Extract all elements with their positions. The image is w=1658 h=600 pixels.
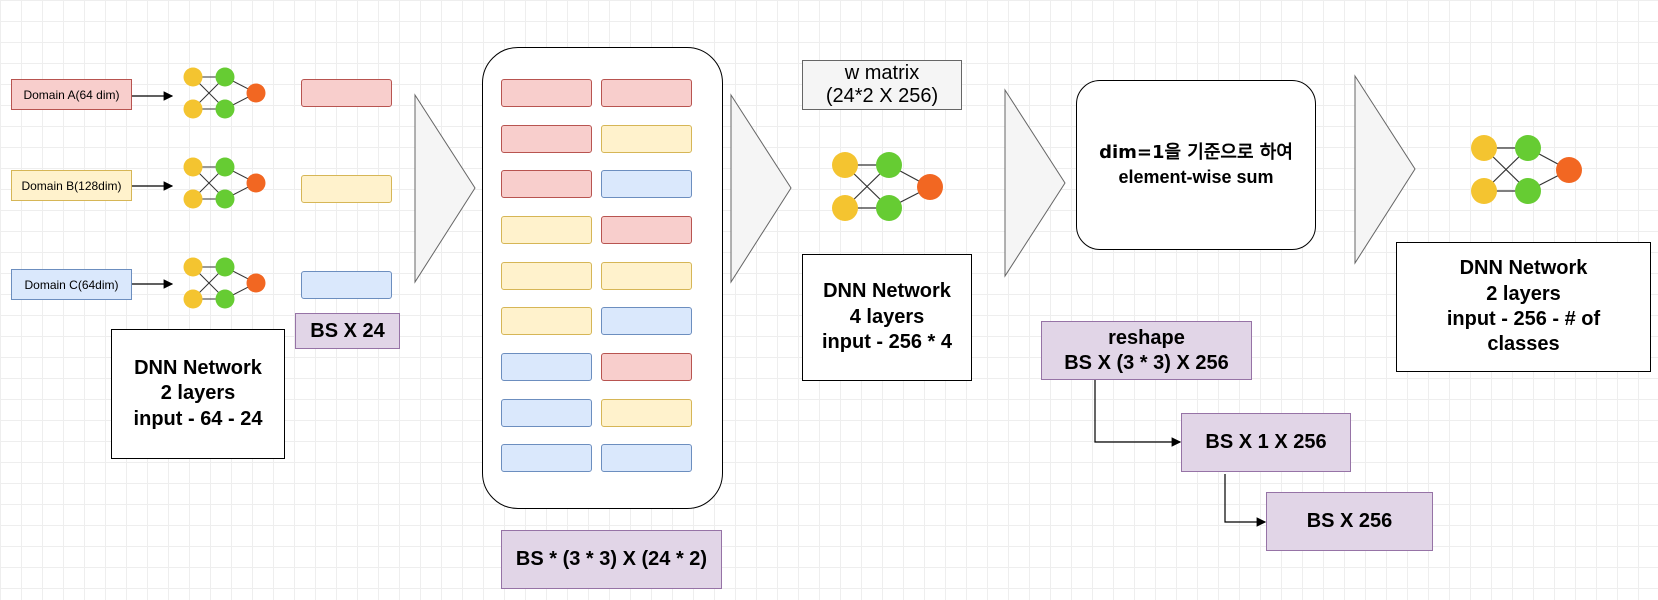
reshape-shape: BS X (3 * 3) X 256 [1064, 351, 1229, 374]
domain-a-box: Domain A(64 dim) [11, 79, 132, 110]
dnn-small-box: DNN Network 2 layers input - 64 - 24 [111, 329, 285, 459]
sum-line-2: element-wise sum [1118, 167, 1274, 187]
dnn-mid-title: DNN Network [823, 280, 951, 303]
element-wise-sum-box: dim=1을 기준으로 하여 element-wise sum [1076, 80, 1316, 250]
w-matrix-title: w matrix [844, 62, 920, 84]
reshape-box: reshape BS X (3 * 3) X 256 [1041, 321, 1252, 380]
shape-bs-256-box: BS X 256 [1266, 492, 1433, 551]
dnn-small-layers: 2 layers [160, 382, 236, 405]
embedding-cell [501, 307, 592, 335]
neural-network-icon [1471, 135, 1582, 204]
dnn-mid-input: input - 256 * 4 [821, 331, 953, 354]
reshape-title: reshape [1108, 326, 1185, 349]
w-matrix-shape: (24*2 X 256) [825, 85, 939, 107]
triangle-arrow-icon [1354, 74, 1416, 265]
triangle-arrow-icon [730, 93, 792, 284]
embedding-cell [601, 444, 692, 472]
embedding-cell [601, 125, 692, 153]
embedding-shape-text: BS X 24 [310, 319, 385, 342]
embedding-cell [501, 216, 592, 244]
dnn-final-layers: 2 layers [1486, 282, 1561, 305]
neural-network-icon [183, 157, 266, 209]
shape-bs-1-256-text: BS X 1 X 256 [1205, 431, 1327, 453]
dnn-final-classes: classes [1487, 333, 1560, 356]
dnn-final-title: DNN Network [1459, 257, 1588, 280]
embedding-cell [601, 262, 692, 290]
embedding-cell [501, 399, 592, 427]
dnn-mid-layers: 4 layers [849, 305, 925, 328]
dnn-final-input: input - 256 - # of [1446, 308, 1601, 330]
domain-a-label: Domain A(64 dim) [23, 87, 120, 102]
domain-c-label: Domain C(64dim) [24, 277, 119, 292]
dnn-final-box: DNN Network 2 layers input - 256 - # of … [1396, 242, 1651, 372]
embedding-cell [501, 79, 592, 107]
domain-b-label: Domain B(128dim) [21, 178, 122, 193]
embedding-cell [601, 216, 692, 244]
connector-arrow [1224, 474, 1267, 527]
dnn-small-input: input - 64 - 24 [133, 407, 263, 430]
triangle-arrow-icon [1004, 88, 1066, 278]
embedding-a [301, 79, 392, 107]
dnn-mid-box: DNN Network 4 layers input - 256 * 4 [802, 254, 972, 381]
domain-b-box: Domain B(128dim) [11, 170, 132, 201]
w-matrix-box: w matrix (24*2 X 256) [802, 60, 962, 110]
embedding-cell [601, 170, 692, 198]
neural-network-icon [183, 67, 266, 119]
embedding-cell [501, 444, 592, 472]
embedding-cell [501, 170, 592, 198]
embedding-shape-label: BS X 24 [295, 313, 400, 349]
triangle-arrow-icon [414, 93, 476, 284]
sum-line-1: dim=1을 기준으로 하여 [1099, 141, 1293, 163]
connector-arrow [1094, 380, 1182, 447]
embedding-cell [501, 262, 592, 290]
shape-bs-1-256-box: BS X 1 X 256 [1181, 413, 1351, 472]
shape-bs-256-text: BS X 256 [1306, 510, 1393, 532]
combined-shape-label: BS * (3 * 3) X (24 * 2) [501, 530, 722, 589]
combined-shape-text: BS * (3 * 3) X (24 * 2) [515, 548, 708, 570]
embedding-cell [601, 399, 692, 427]
neural-network-icon [832, 152, 943, 221]
neural-network-icon [183, 257, 266, 309]
embedding-cell [501, 353, 592, 381]
embedding-cell [501, 125, 592, 153]
embedding-cell [601, 307, 692, 335]
embedding-c [301, 271, 392, 299]
embedding-b [301, 175, 392, 203]
dnn-small-title: DNN Network [134, 356, 262, 379]
embedding-cell [601, 353, 692, 381]
embedding-cell [601, 79, 692, 107]
domain-c-box: Domain C(64dim) [11, 269, 132, 300]
